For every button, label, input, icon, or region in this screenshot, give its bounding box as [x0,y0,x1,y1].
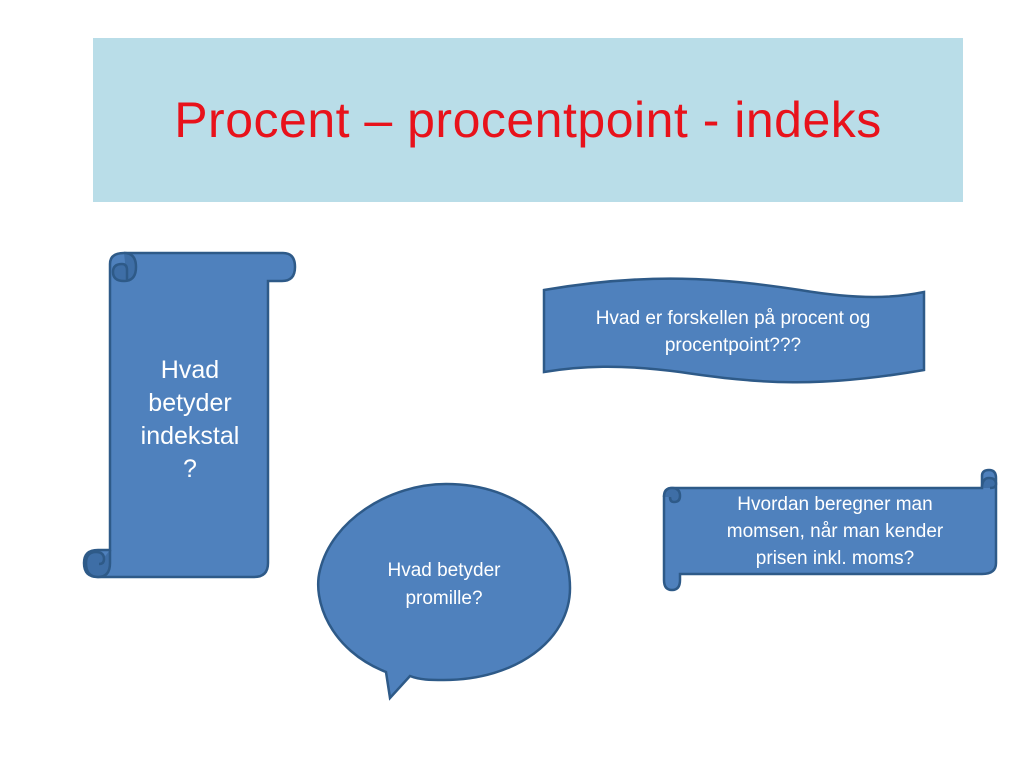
vertical-scroll-line: ? [183,455,197,483]
vertical-scroll-line: betyder [148,389,232,417]
vertical-scroll-shape [82,251,297,579]
vertical-scroll-line: indekstal [140,422,240,450]
wave-shape [542,277,926,384]
speech-bubble-line: promille? [405,588,483,609]
speech-bubble-text: Hvad betyder promille? [330,540,558,630]
horizontal-scroll-text: Hvordan beregner man momsen, når man ken… [682,486,988,576]
speech-bubble-line: Hvad betyder [387,560,501,581]
vertical-scroll-line: Hvad [160,356,220,384]
title-placeholder: Procent – procentpoint - indeks [93,38,963,202]
slide-title: Procent – procentpoint - indeks [174,92,882,148]
speech-bubble-shape [316,482,572,701]
horizontal-scroll-line: Hvordan beregner man [737,493,933,515]
horizontal-scroll-line: prisen inkl. moms? [755,547,915,569]
horizontal-scroll-line: momsen, når man kender [726,520,944,542]
wave-line: procentpoint??? [664,335,802,356]
vertical-scroll-text: Hvad betyder indekstal ? [112,330,268,510]
wave-line: Hvad er forskellen på procent og [595,308,871,329]
horizontal-scroll-shape [662,468,998,592]
wave-text: Hvad er forskellen på procent og procent… [552,300,914,364]
